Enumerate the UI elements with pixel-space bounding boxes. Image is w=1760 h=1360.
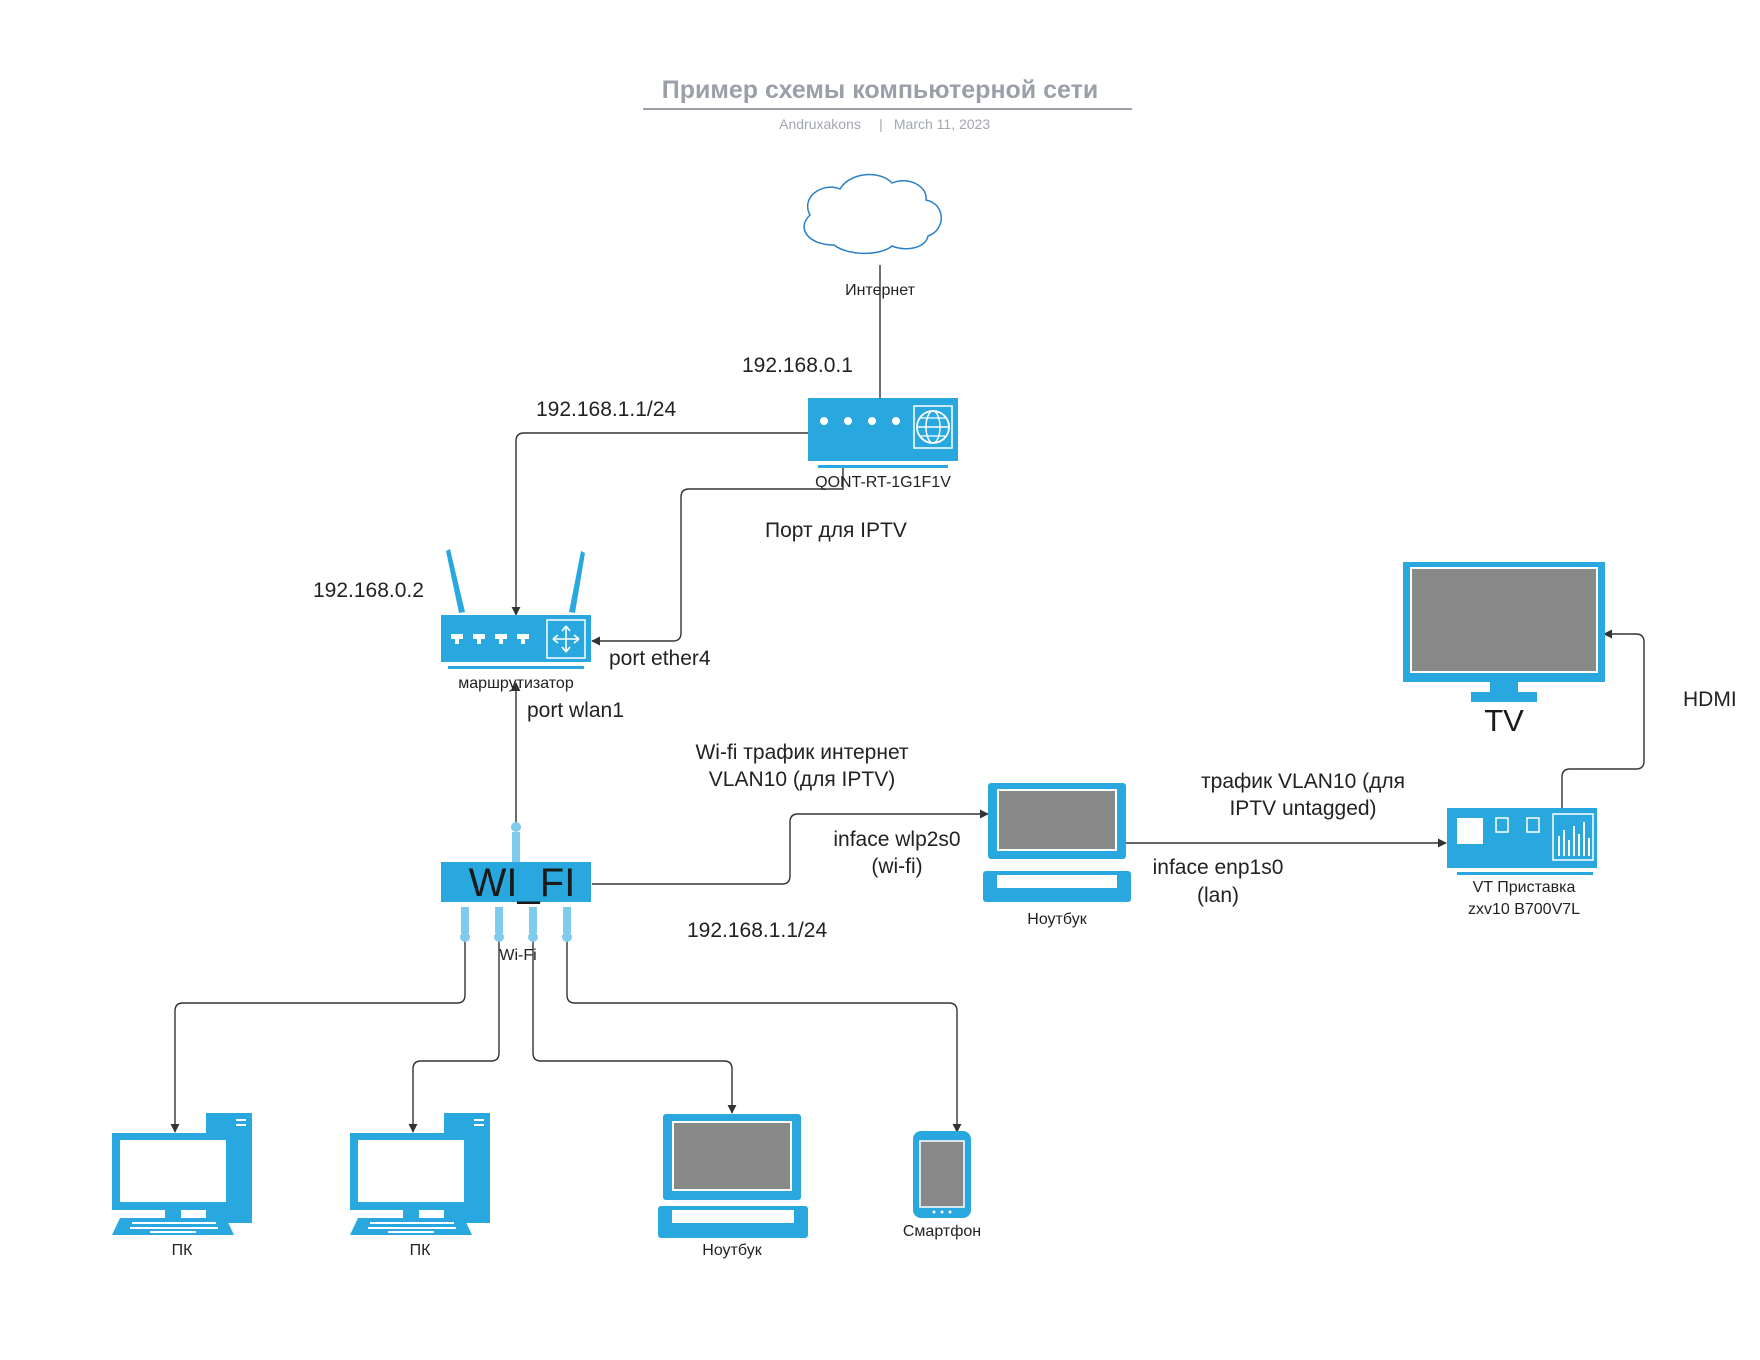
iptv-port-label: Порт для IPTV	[765, 519, 907, 542]
diagram-author: Andruxakons	[779, 116, 861, 132]
vlan-label-line2: IPTV untagged)	[1229, 797, 1376, 820]
router-label: маршрутизатор	[458, 675, 574, 692]
pc2-node[interactable]: ПК	[350, 1113, 490, 1259]
cloud-icon	[803, 173, 942, 255]
laptop2-label: Ноутбук	[702, 1242, 762, 1259]
wifi-subnet-label: 192.168.1.1/24	[687, 919, 827, 942]
wifi-traffic-label-line2: VLAN10 (для IPTV)	[709, 768, 895, 791]
ont-subnet-label: 192.168.1.1/24	[536, 398, 676, 421]
wlp-label-line2: (wi-fi)	[871, 855, 922, 878]
smartphone-icon	[913, 1131, 971, 1218]
wifi-access-point-icon	[441, 822, 591, 942]
wlp-label-line1: inface wlp2s0	[833, 828, 960, 851]
ont-node[interactable]: QONT-RT-1G1F1V	[808, 398, 958, 491]
ont-ip-label: 192.168.0.1	[742, 354, 853, 377]
connector-wifi-laptop2	[532, 938, 737, 1114]
router-ip-label: 192.168.0.2	[313, 579, 424, 602]
stb-label-line1: VT Приставка	[1473, 879, 1576, 896]
enp-label-line2: (lan)	[1197, 884, 1239, 907]
router-node[interactable]: маршрутизатор	[441, 549, 591, 692]
router-icon	[441, 549, 591, 669]
connector-wifi-phone	[566, 938, 962, 1133]
wifi-title: WI_FI	[469, 861, 576, 905]
phone-node[interactable]: Смартфон	[903, 1131, 981, 1240]
laptop-main-label: Ноутбук	[1027, 911, 1087, 928]
phone-label: Смартфон	[903, 1223, 981, 1240]
connector-ont-router	[511, 432, 808, 616]
port-wlan1-label: port wlan1	[527, 699, 624, 722]
internet-label: Интернет	[845, 282, 915, 299]
internet-node[interactable]: Интернет	[803, 173, 942, 299]
pc1-node[interactable]: ПК	[112, 1113, 252, 1259]
diagram-header: Пример схемы компьютерной сети Andruxako…	[643, 76, 1132, 132]
desktop-pc-icon	[112, 1113, 252, 1235]
hdmi-label: HDMI	[1683, 688, 1737, 711]
tv-label: TV	[1484, 703, 1524, 738]
laptop-main-node[interactable]: Ноутбук	[983, 783, 1131, 928]
connector-wifi-laptop	[592, 809, 989, 885]
connections	[170, 265, 1645, 1133]
pc2-label: ПК	[410, 1242, 432, 1259]
header-separator: |	[879, 116, 883, 132]
wifi-label: Wi-Fi	[499, 947, 536, 964]
port-ether4-label: port ether4	[609, 647, 711, 670]
ont-label: QONT-RT-1G1F1V	[815, 474, 951, 491]
tv-node[interactable]: TV	[1403, 562, 1605, 738]
pc1-label: ПК	[172, 1242, 194, 1259]
stb-node[interactable]: VT Приставка zxv10 B700V7L	[1447, 808, 1597, 918]
annotations: 192.168.0.1 192.168.1.1/24 Порт для IPTV…	[313, 354, 1737, 942]
modem-icon	[808, 398, 958, 468]
vlan-label-line1: трафик VLAN10 (для	[1201, 770, 1405, 793]
stb-label-line2: zxv10 B700V7L	[1468, 901, 1580, 918]
wifi-node[interactable]: WI_FI Wi-Fi	[441, 822, 591, 964]
desktop-pc-icon	[350, 1113, 490, 1235]
diagram-date: March 11, 2023	[894, 116, 990, 132]
connector-ont-router-iptv	[591, 467, 844, 646]
set-top-box-icon	[1447, 808, 1597, 875]
wifi-traffic-label-line1: Wi-fi трафик интернет	[695, 741, 908, 764]
connector-wifi-pc1	[170, 938, 466, 1133]
laptop-icon	[983, 783, 1131, 902]
connector-wifi-pc2	[408, 938, 500, 1133]
enp-label-line1: inface enp1s0	[1153, 856, 1284, 879]
diagram-title: Пример схемы компьютерной сети	[662, 76, 1098, 104]
laptop2-node[interactable]: Ноутбук	[658, 1114, 808, 1259]
connector-stb-tv-hdmi	[1561, 629, 1645, 808]
tv-icon	[1403, 562, 1605, 702]
laptop-icon	[658, 1114, 808, 1238]
